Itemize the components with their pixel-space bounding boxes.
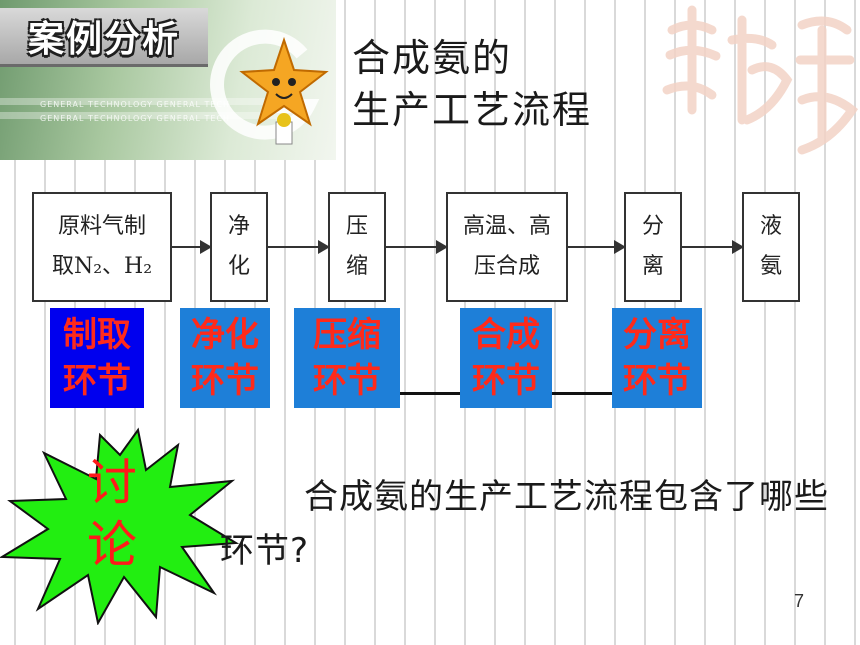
discussion-question: 合成氨的生产工艺流程包含了哪些环节? <box>220 477 829 571</box>
flow-arrow <box>386 240 448 254</box>
star-mascot-icon <box>239 36 329 145</box>
stage-label-purify: 净化 环节 <box>180 308 270 408</box>
flow-step-purify: 净 化 <box>210 192 268 302</box>
flow-arrow <box>568 240 626 254</box>
case-analysis-banner: GENERAL TECHNOLOGY GENERAL TECH GENERAL … <box>0 0 336 160</box>
flow-arrow <box>172 240 212 254</box>
page-title: 合成氨的 生产工艺流程 <box>352 36 593 132</box>
banner-title: 案例分析 <box>27 19 180 60</box>
flow-step-synthesis: 高温、高 压合成 <box>446 192 568 302</box>
flow-step-separate: 分 离 <box>624 192 682 302</box>
banner-tech-text: GENERAL TECHNOLOGY GENERAL TECH <box>40 114 231 123</box>
stage-label-synthesis: 合成 环节 <box>460 308 552 408</box>
banner-stripe <box>0 98 300 105</box>
flow-arrow <box>268 240 330 254</box>
discussion-starburst-icon <box>0 427 240 625</box>
watermark-calligraphy-icon <box>662 5 859 155</box>
stage-label-compress: 压缩 环节 <box>294 308 400 408</box>
banner-title-box: 案例分析 <box>0 8 208 67</box>
flow-step-compress: 压 缩 <box>328 192 386 302</box>
banner-tech-text: GENERAL TECHNOLOGY GENERAL TECH <box>40 100 231 109</box>
banner-stripe <box>0 112 300 119</box>
discussion-label: 讨 论 <box>87 454 137 574</box>
flow-arrow <box>682 240 744 254</box>
stage-label-produce: 制取 环节 <box>50 308 144 408</box>
flow-step-liquid-ammonia: 液 氨 <box>742 192 800 302</box>
page-number: 7 <box>794 591 805 611</box>
stage-label-separate: 分离 环节 <box>612 308 702 408</box>
flow-step-raw-gas: 原料气制 取N₂、H₂ <box>32 192 172 302</box>
